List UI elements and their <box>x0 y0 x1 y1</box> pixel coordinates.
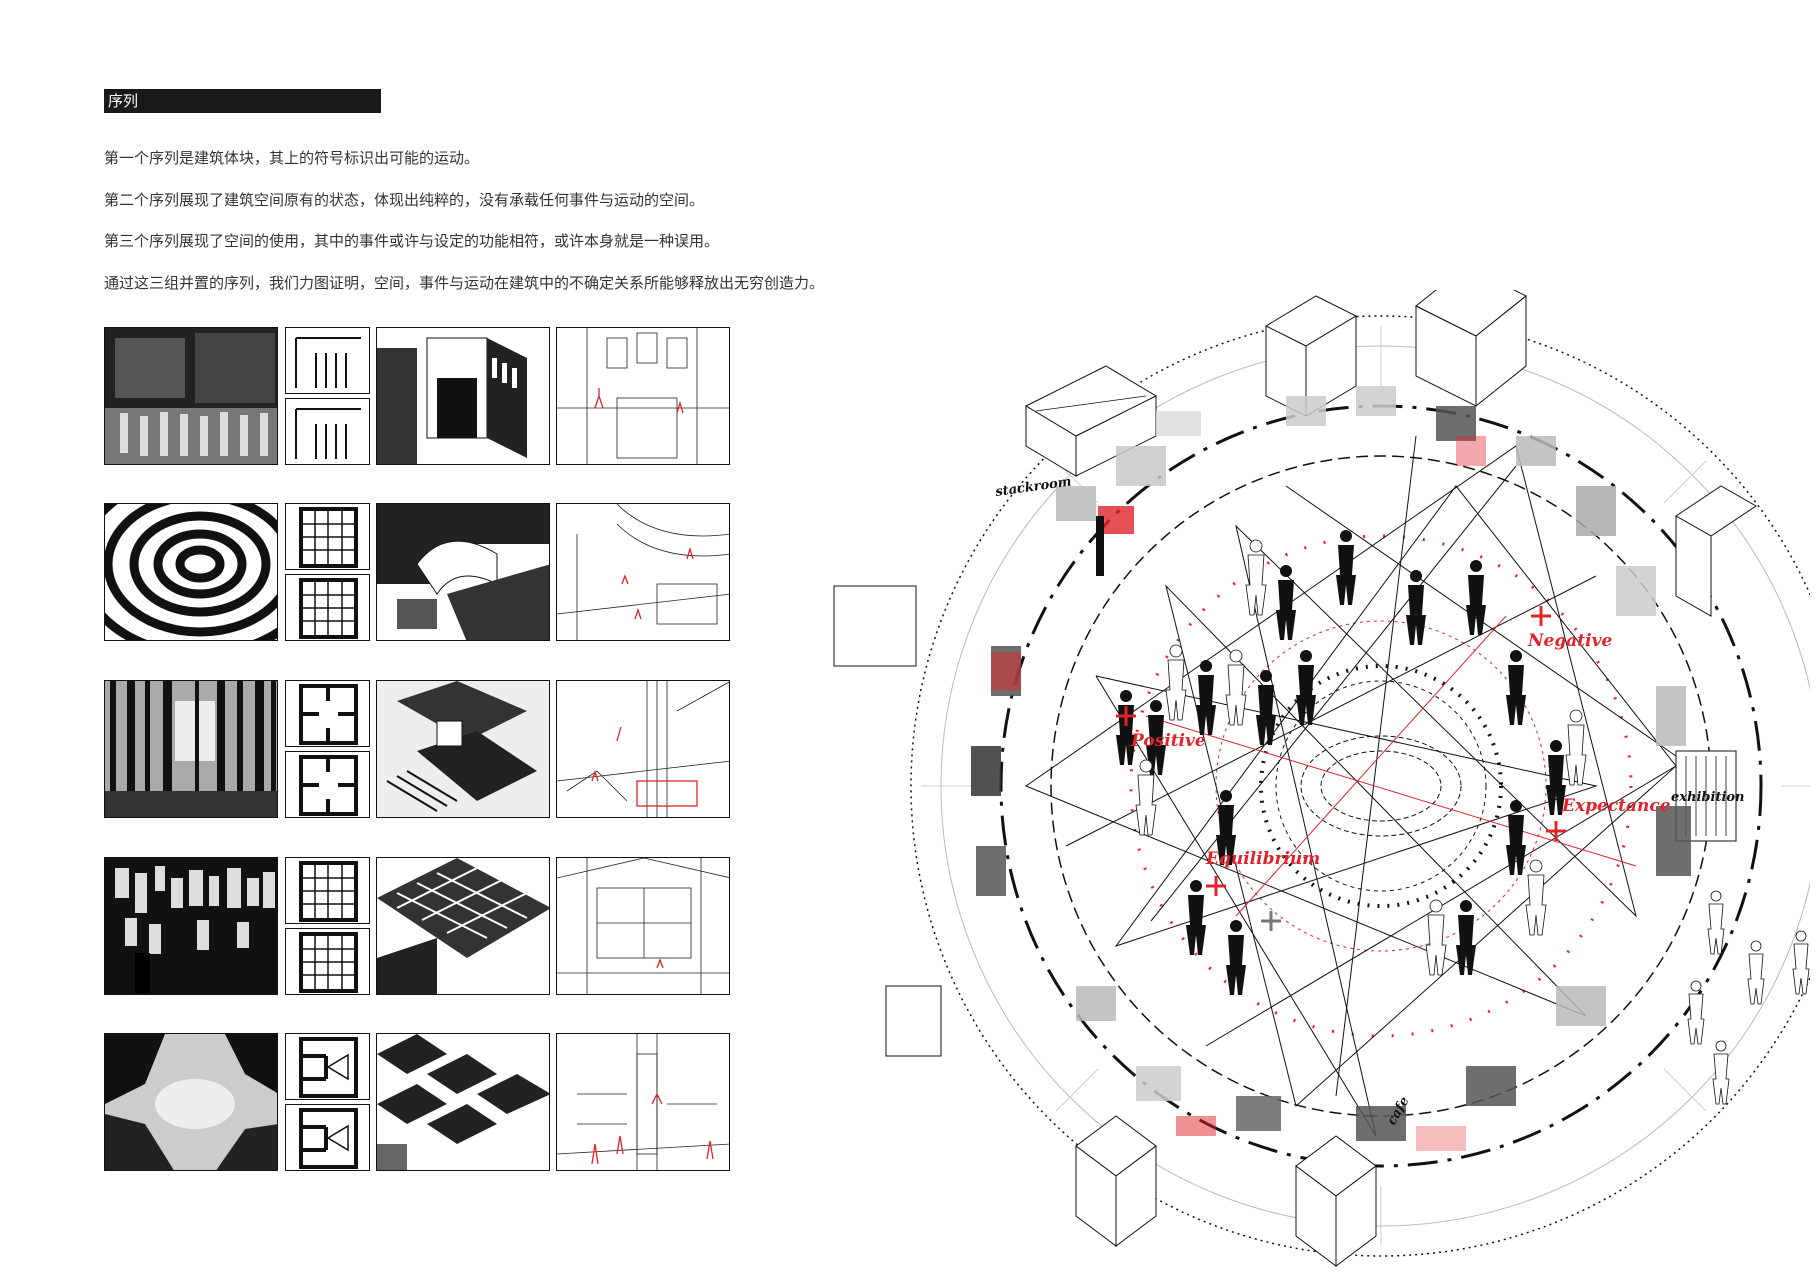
concept-label-equilibrium: Equilibrium <box>1205 849 1320 869</box>
row5-perspective <box>556 1033 730 1171</box>
row1-perspective <box>556 327 730 465</box>
sequence-row-1 <box>104 327 734 467</box>
row1-plan-a <box>285 327 370 394</box>
sequence-row-2 <box>104 503 734 643</box>
row2-perspective <box>556 503 730 641</box>
concept-label-positive: Positive <box>1130 731 1206 751</box>
row5-photo <box>104 1033 278 1171</box>
row1-photo <box>104 327 278 465</box>
row3-axonometric <box>376 680 550 818</box>
section-title: 序列 <box>108 92 139 110</box>
concept-label-negative: Negative <box>1527 631 1612 651</box>
sequence-row-3 <box>104 680 734 820</box>
circular-sequence-diagram: Negative Positive Expectance Equilibrium… <box>820 290 1810 1280</box>
row3-perspective <box>556 680 730 818</box>
concept-label-expectance: Expectance <box>1561 796 1671 816</box>
room-label-exhibition: exhibition <box>1671 790 1745 805</box>
paragraph-3: 第三个序列展现了空间的使用，其中的事件或许与设定的功能相符，或许本身就是一种误用… <box>104 232 720 250</box>
row2-axonometric <box>376 503 550 641</box>
row4-plan-b <box>285 928 370 995</box>
row1-plan-b <box>285 398 370 465</box>
row4-perspective <box>556 857 730 995</box>
row5-axonometric <box>376 1033 550 1171</box>
row5-plan-b <box>285 1104 370 1171</box>
row4-plan-a <box>285 857 370 924</box>
row3-plan-a <box>285 680 370 747</box>
row3-plan-b <box>285 751 370 818</box>
section-title-bar: 序列 <box>104 89 381 113</box>
row2-plan-a <box>285 503 370 570</box>
row2-photo <box>104 503 278 641</box>
row4-photo <box>104 857 278 995</box>
paragraph-1: 第一个序列是建筑体块，其上的符号标识出可能的运动。 <box>104 149 480 167</box>
row1-axonometric <box>376 327 550 465</box>
row4-axonometric <box>376 857 550 995</box>
row3-photo <box>104 680 278 818</box>
sequence-row-5 <box>104 1033 734 1173</box>
sequence-row-4 <box>104 857 734 997</box>
row5-plan-a <box>285 1033 370 1100</box>
paragraph-4: 通过这三组并置的序列，我们力图证明，空间，事件与运动在建筑中的不确定关系所能够释… <box>104 274 825 292</box>
row2-plan-b <box>285 574 370 641</box>
paragraph-2: 第二个序列展现了建筑空间原有的状态，体现出纯粹的，没有承载任何事件与运动的空间。 <box>104 191 705 209</box>
